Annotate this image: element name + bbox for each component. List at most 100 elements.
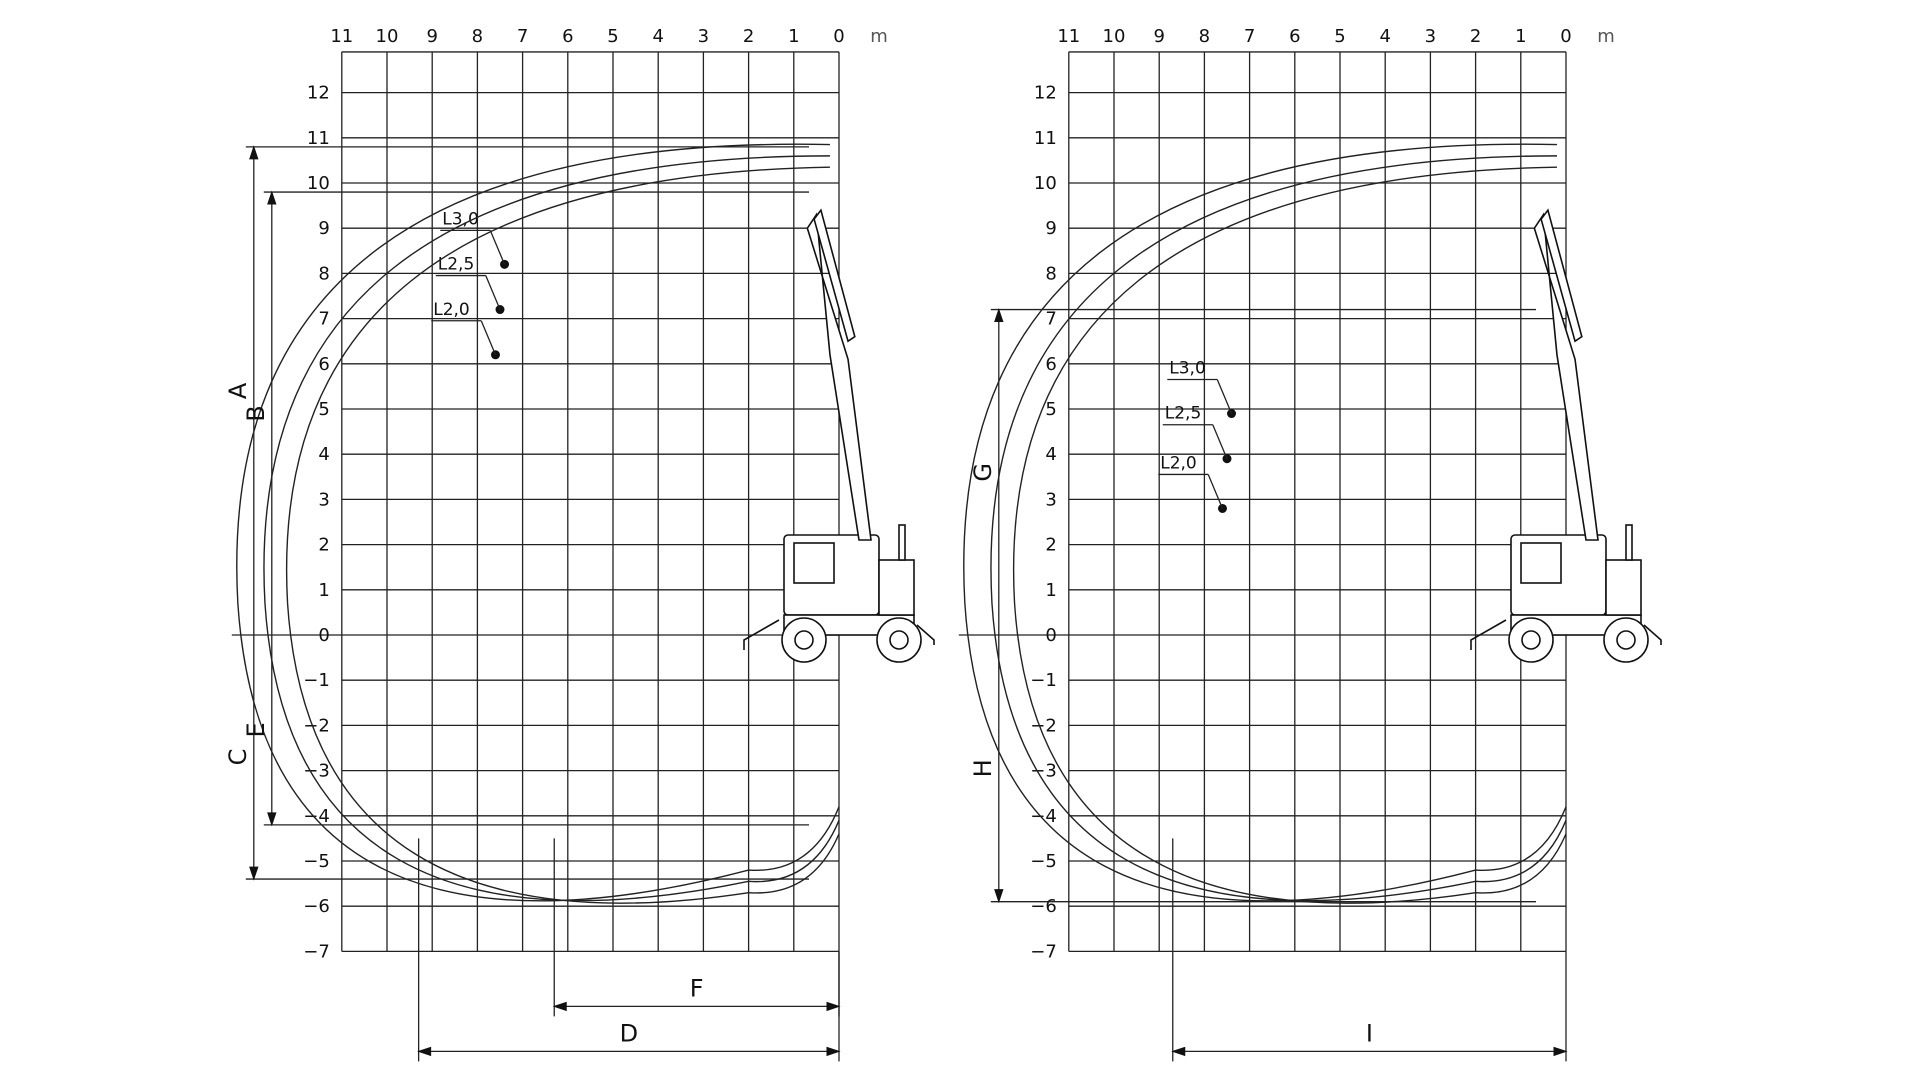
y-tick-label: −5 [303,851,330,872]
reach-arcs: L3,0L2,5L2,0 [963,143,1567,904]
x-tick-label: 10 [376,26,399,47]
y-tick-label: −6 [1030,896,1057,917]
y-tick-label: −1 [1030,670,1057,691]
x-tick-label: 11 [1057,26,1080,47]
y-tick-label: 3 [318,489,329,510]
reach-arc [1012,166,1567,904]
dimension-letter: C [224,749,252,766]
y-tick-label: −2 [1030,715,1057,736]
dimension-arrow [994,889,1004,904]
x-tick-label: 0 [833,26,844,47]
leader-line [489,230,506,265]
x-tick-label: 3 [1425,26,1436,47]
reach-arc [236,143,840,902]
reach-arcs: L3,0L2,5L2,0 [236,143,840,904]
x-tick-label: 8 [472,26,483,47]
y-tick-label: 4 [318,444,329,465]
x-tick-label: 7 [1244,26,1255,47]
y-tick-label: 8 [318,263,329,284]
reach-arc [285,166,840,904]
x-tick-label: 3 [698,26,709,47]
front-hub [794,630,814,650]
stick [1540,208,1583,343]
y-tick-label: 2 [1045,535,1056,556]
y-tick-label: −6 [303,896,330,917]
leader-line [1216,379,1233,414]
dimension-letter: I [1366,1019,1373,1047]
boom-arm [1533,212,1599,541]
y-tick-label: 2 [318,535,329,556]
y-tick-label: 0 [1045,625,1056,646]
machine [743,524,935,663]
dimensions: GHI [969,307,1568,1062]
y-tick-label: 10 [307,173,330,194]
dozer-blade [1470,619,1507,650]
rear-outrigger [916,624,935,645]
reach-arc [990,155,1567,902]
y-tick-label: 12 [307,83,330,104]
y-tick-label: −7 [303,941,330,962]
y-tick-label: −4 [303,806,330,827]
dimension-letter: A [224,382,252,399]
y-tick-label: 1 [318,580,329,601]
dimension-letter: G [969,463,997,482]
y-tick-label: 4 [1045,444,1056,465]
x-tick-label: 7 [517,26,528,47]
y-tick-label: 7 [318,309,329,330]
unit-label: m [870,26,888,47]
x-tick-label: 6 [562,26,573,47]
y-tick-label: 5 [1045,399,1056,420]
x-tick-label: 11 [330,26,353,47]
x-tick-label: 5 [1334,26,1345,47]
leader-line [480,320,497,356]
unit-label: m [1597,26,1615,47]
y-tick-label: −2 [303,715,330,736]
y-tick-label: 0 [318,625,329,646]
rear-outrigger [1643,624,1662,645]
dimension-letter: B [242,405,270,421]
dimension-arrow [1171,1046,1186,1057]
dimension-letter: E [242,722,270,737]
x-tick-label: 9 [1153,26,1164,47]
dimension-letter: D [620,1019,638,1047]
dimension-arrow [417,1046,432,1057]
dimension-arrow [1553,1046,1568,1057]
curve-label: L3,0 [1169,359,1206,379]
dimension-arrow [249,145,259,160]
y-tick-label: −5 [1030,851,1057,872]
boom-arm [806,212,872,541]
reach-arc [963,143,1567,902]
dimension-arrow [994,307,1004,323]
curve-label: L2,0 [433,300,470,320]
y-tick-label: 6 [1045,354,1056,375]
dimension-arrow [267,190,277,205]
y-tick-label: −4 [1030,806,1057,827]
curve-label: L2,5 [1165,404,1202,424]
x-tick-label: 0 [1560,26,1571,47]
cab-window [793,542,835,584]
front-hub [1521,630,1541,650]
y-tick-label: 3 [1045,489,1056,510]
y-tick-label: 11 [1034,128,1057,149]
curve-label: L3,0 [442,209,479,229]
machine [1470,524,1662,663]
y-tick-label: −7 [1030,941,1057,962]
y-tick-label: 9 [1045,218,1056,239]
grid [231,51,840,953]
y-tick-label: 6 [318,354,329,375]
y-tick-label: 7 [1045,309,1056,330]
y-tick-label: −1 [303,670,330,691]
x-tick-label: 1 [1515,26,1526,47]
dimension-arrow [552,1001,567,1012]
leader-line [1212,424,1228,459]
y-tick-label: 1 [1045,580,1056,601]
boom [1533,208,1599,541]
curve-label: L2,5 [438,255,475,275]
x-tick-label: 10 [1103,26,1126,47]
reach-arc [263,155,840,902]
y-tick-label: 11 [307,128,330,149]
rear-hub [1616,630,1636,650]
engine-hood [878,559,915,616]
